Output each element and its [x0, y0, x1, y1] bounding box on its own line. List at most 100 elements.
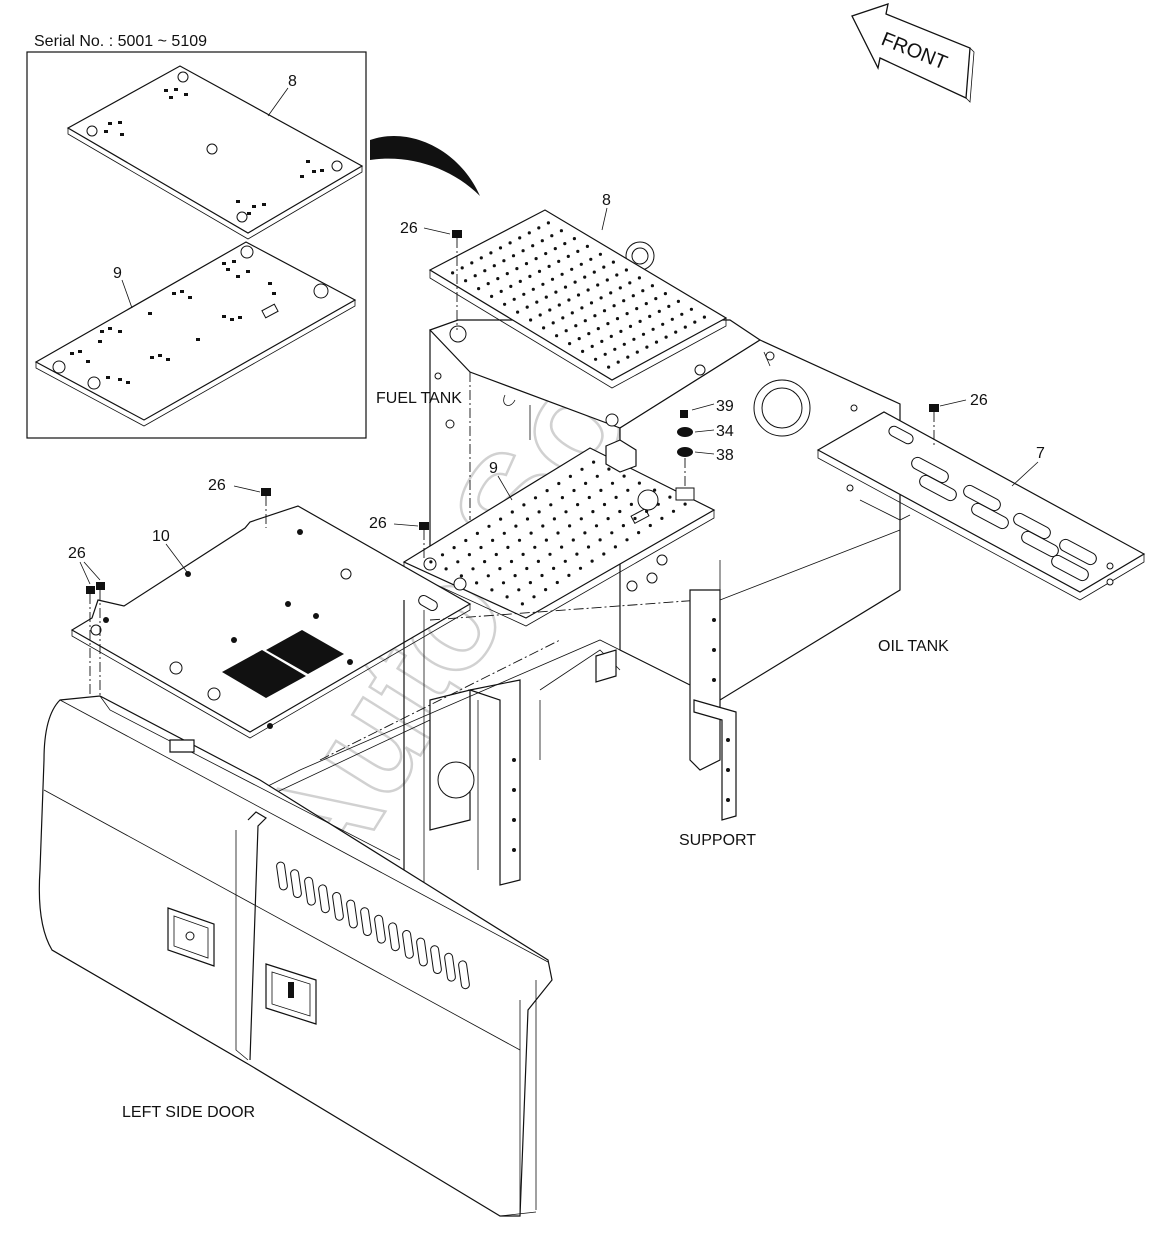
perforation-hole — [460, 266, 464, 270]
perforation-hole — [693, 320, 697, 324]
perforation-hole — [541, 282, 545, 286]
perforation-hole — [683, 325, 687, 329]
perforation-hole — [531, 287, 535, 291]
perforation-hole — [576, 503, 580, 507]
perforation-hole — [570, 311, 574, 315]
louvre-slot — [430, 945, 442, 975]
perforation-hole — [644, 302, 648, 306]
cover-9-perforation-grid — [429, 460, 687, 606]
perforation-hole — [540, 573, 544, 578]
louvre-slot — [332, 891, 344, 921]
inset-plate-8 — [66, 65, 364, 240]
perforation-hole — [579, 517, 583, 521]
perforation-hole — [602, 309, 607, 313]
perforation-hole — [467, 553, 471, 557]
perforation-hole — [548, 308, 552, 312]
perforation-hole — [637, 531, 641, 535]
perforation-hole — [607, 365, 611, 369]
perforation-hole — [506, 545, 510, 550]
louvre-slot — [290, 869, 302, 899]
perforation-hole — [483, 269, 487, 273]
serial-note: Serial No. : 5001 ~ 5109 — [34, 33, 207, 50]
perforation-hole — [591, 510, 595, 514]
perforation-hole — [579, 262, 583, 266]
perforation-hole — [568, 342, 572, 346]
callout-39: 39 — [716, 398, 734, 415]
perforation-hole — [553, 247, 557, 251]
perforation-hole — [585, 244, 590, 248]
part-34-washer — [677, 427, 693, 437]
perforation-hole — [567, 573, 571, 578]
perforation-hole — [557, 481, 561, 486]
leader-7 — [1011, 461, 1039, 487]
perforation-hole — [615, 317, 620, 321]
perforation-hole — [552, 517, 557, 521]
perforation-hole — [612, 304, 616, 308]
perforation-hole — [524, 262, 529, 266]
louvre-slot — [416, 937, 428, 967]
perforation-hole — [491, 538, 495, 543]
perforation-hole — [511, 254, 516, 258]
perforation-hole — [614, 495, 618, 499]
perforation-hole — [635, 350, 639, 354]
perforation-hole — [528, 581, 533, 585]
perforation-hole — [702, 315, 707, 319]
perforation-hole — [638, 319, 642, 323]
louvre-slot — [304, 876, 316, 906]
perforation-hole — [522, 292, 526, 296]
callout-26-c: 26 — [970, 392, 988, 409]
callout-26-a: 26 — [400, 220, 418, 237]
perforation-hole — [529, 318, 533, 322]
perforation-hole — [537, 269, 542, 273]
perforation-hole — [475, 531, 479, 536]
perforation-hole — [664, 335, 668, 339]
inset-frame — [26, 51, 367, 439]
bolt-26-cover10-left — [86, 582, 105, 700]
inset-pointer-arrow — [370, 136, 480, 196]
louvre-slot — [346, 899, 358, 929]
perforation-hole — [525, 517, 530, 521]
perforation-hole — [550, 277, 555, 281]
perforation-hole — [444, 567, 448, 571]
callout-26-d: 26 — [208, 477, 226, 494]
perforation-hole — [525, 305, 529, 309]
perforation-hole — [483, 560, 487, 564]
perforation-hole — [581, 349, 585, 353]
perforation-hole — [618, 286, 622, 290]
perforation-hole — [570, 267, 574, 271]
perforation-hole — [651, 327, 655, 331]
perforation-hole — [574, 324, 578, 328]
bolt-26-fuel — [452, 230, 462, 330]
perforation-hole — [668, 495, 672, 499]
perforation-hole — [622, 299, 626, 303]
perforation-hole — [598, 538, 602, 542]
bolt-26-cover7 — [929, 404, 939, 446]
leader-10 — [165, 543, 191, 577]
cover-10 — [70, 505, 472, 739]
perforation-hole — [489, 251, 493, 255]
cover-7 — [816, 411, 1146, 601]
perforation-hole — [674, 330, 678, 334]
perforation-hole — [499, 517, 503, 521]
oil-tank-label: OIL TANK — [878, 638, 949, 655]
perforation-hole — [575, 552, 579, 556]
perforation-hole — [529, 531, 533, 535]
perforation-hole — [631, 294, 635, 298]
door-louvres — [276, 861, 470, 990]
perforation-hole — [589, 301, 594, 305]
perforation-hole — [628, 281, 632, 285]
perforation-hole — [602, 502, 607, 507]
perforation-hole — [505, 272, 509, 276]
perforation-hole — [602, 265, 606, 269]
perforation-hole — [479, 256, 483, 260]
perforation-hole — [535, 300, 539, 304]
perforation-hole — [645, 509, 649, 513]
perforation-hole — [492, 264, 496, 268]
perforation-hole — [546, 221, 551, 225]
perforation-hole — [505, 595, 509, 599]
perforation-hole — [593, 314, 597, 318]
perforation-hole — [568, 524, 572, 528]
perforation-hole — [473, 274, 477, 278]
perforation-hole — [584, 481, 588, 485]
